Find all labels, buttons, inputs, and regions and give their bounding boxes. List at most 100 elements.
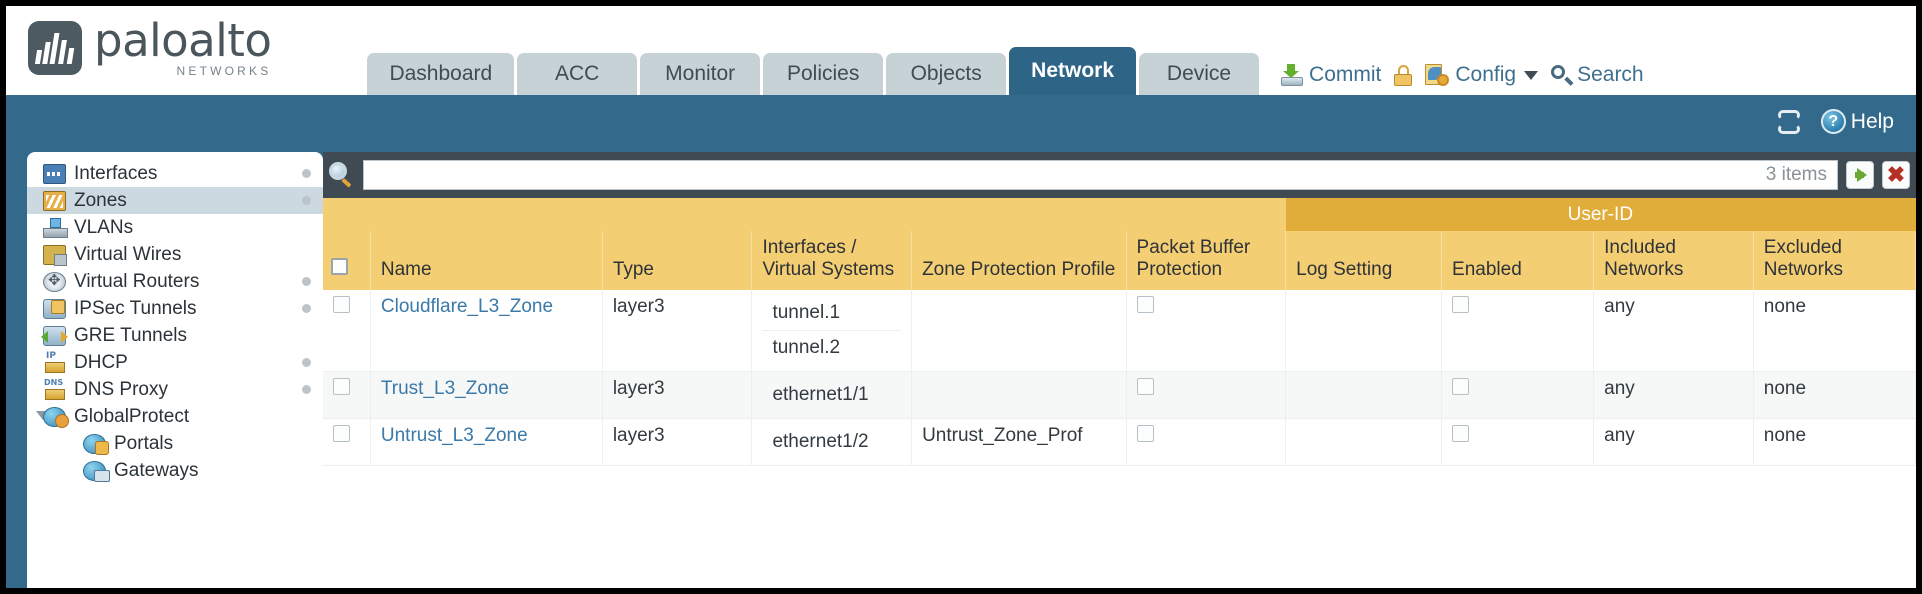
network-sidebar: Interfaces Zones VLANs Virtual Wires Vir… xyxy=(27,152,323,588)
tab-objects[interactable]: Objects xyxy=(886,53,1007,95)
sidebar-item-portals[interactable]: Portals xyxy=(27,430,323,457)
sidebar-item-vlans[interactable]: VLANs xyxy=(27,214,323,241)
userid-enabled-checkbox[interactable] xyxy=(1452,424,1470,442)
search-icon[interactable] xyxy=(329,162,355,188)
sidebar-item-dns-proxy[interactable]: DNS Proxy xyxy=(27,376,323,403)
commit-button[interactable]: Commit xyxy=(1281,63,1381,87)
apply-filter-button[interactable] xyxy=(1846,161,1874,189)
packet-buffer-protection-checkbox[interactable] xyxy=(1136,377,1154,395)
tab-dashboard[interactable]: Dashboard xyxy=(367,53,515,95)
cell-included-networks: any xyxy=(1593,418,1754,466)
cell-packet-buffer-protection[interactable] xyxy=(1126,289,1287,372)
zone-name-link[interactable]: Trust_L3_Zone xyxy=(380,377,510,399)
column-header-log-setting[interactable]: Log Setting xyxy=(1285,231,1443,290)
globalprotect-icon xyxy=(43,406,69,428)
sidebar-item-label: VLANs xyxy=(74,216,134,238)
tab-policies[interactable]: Policies xyxy=(763,53,884,95)
main-nav-tabs: Dashboard ACC Monitor Policies Objects N… xyxy=(367,47,1260,95)
sidebar-item-interfaces[interactable]: Interfaces xyxy=(27,160,323,187)
row-checkbox[interactable] xyxy=(333,377,350,395)
status-dot xyxy=(302,304,311,313)
sidebar-item-globalprotect[interactable]: GlobalProtect xyxy=(27,403,323,430)
cell-packet-buffer-protection[interactable] xyxy=(1126,371,1287,419)
group-header-spacer xyxy=(323,198,1286,232)
cell-userid-enabled[interactable] xyxy=(1441,371,1595,419)
commit-icon xyxy=(1281,64,1304,86)
packet-buffer-protection-checkbox[interactable] xyxy=(1136,295,1154,313)
chevron-down-icon xyxy=(1524,70,1539,80)
cell-interfaces: tunnel.1 tunnel.2 xyxy=(751,289,913,372)
sidebar-item-gre-tunnels[interactable]: GRE Tunnels xyxy=(27,322,323,349)
cell-userid-enabled[interactable] xyxy=(1441,289,1595,372)
table-row[interactable]: Cloudflare_L3_Zone layer3 tunnel.1 tunne… xyxy=(323,289,1916,372)
status-dot xyxy=(302,196,311,205)
cell-excluded-networks: none xyxy=(1753,289,1916,372)
red-x-icon: ✖ xyxy=(1886,162,1906,187)
cell-packet-buffer-protection[interactable] xyxy=(1126,418,1287,466)
sidebar-item-virtual-routers[interactable]: Virtual Routers xyxy=(27,268,323,295)
search-button[interactable]: Search xyxy=(1551,63,1644,87)
cell-type: layer3 xyxy=(602,371,753,419)
row-select-cell[interactable] xyxy=(323,418,371,466)
row-checkbox[interactable] xyxy=(333,424,350,442)
userid-enabled-checkbox[interactable] xyxy=(1452,377,1470,395)
search-input[interactable]: 3 items xyxy=(363,160,1838,190)
clear-filter-button[interactable]: ✖ xyxy=(1882,161,1910,189)
sidebar-item-label: DHCP xyxy=(74,351,128,373)
item-count: 3 items xyxy=(1765,164,1827,185)
column-header-excluded-networks[interactable]: Excluded Networks xyxy=(1753,231,1916,290)
cell-name[interactable]: Cloudflare_L3_Zone xyxy=(370,289,603,372)
dhcp-icon xyxy=(43,351,66,373)
help-button[interactable]: ? Help xyxy=(1820,109,1894,134)
column-header-interfaces[interactable]: Interfaces / Virtual Systems xyxy=(751,231,913,290)
table-row[interactable]: Untrust_L3_Zone layer3 ethernet1/2 Untru… xyxy=(323,418,1916,466)
config-menu[interactable]: Config xyxy=(1425,63,1539,87)
sidebar-item-zones[interactable]: Zones xyxy=(27,187,323,214)
cell-name[interactable]: Trust_L3_Zone xyxy=(370,371,603,419)
cell-log-setting xyxy=(1285,371,1443,419)
status-dot xyxy=(302,358,311,367)
dns-proxy-icon xyxy=(43,378,66,400)
sidebar-item-ipsec-tunnels[interactable]: IPSec Tunnels xyxy=(27,295,323,322)
virtual-wires-icon xyxy=(43,244,67,266)
sidebar-item-dhcp[interactable]: DHCP xyxy=(27,349,323,376)
column-header-name[interactable]: Name xyxy=(370,231,603,290)
sub-header-actions: ? Help xyxy=(1777,109,1894,134)
interface-entry: tunnel.2 xyxy=(772,336,841,358)
cell-name[interactable]: Untrust_L3_Zone xyxy=(370,418,603,466)
brand-logo[interactable]: paloalto NETWORKS xyxy=(28,18,272,77)
cell-log-setting xyxy=(1285,289,1443,372)
zone-name-link[interactable]: Untrust_L3_Zone xyxy=(380,424,528,446)
table-header-row: Name Type Interfaces / Virtual Systems Z… xyxy=(323,231,1916,290)
select-all-checkbox[interactable] xyxy=(331,257,348,275)
row-select-cell[interactable] xyxy=(323,289,371,372)
tab-acc[interactable]: ACC xyxy=(517,53,638,95)
row-select-cell[interactable] xyxy=(323,371,371,419)
zones-icon xyxy=(43,190,66,211)
row-checkbox[interactable] xyxy=(333,295,350,313)
column-header-zone-protection-profile[interactable]: Zone Protection Profile xyxy=(911,231,1127,290)
refresh-icon[interactable] xyxy=(1777,109,1803,134)
sidebar-item-gateways[interactable]: Gateways xyxy=(27,457,323,484)
vlans-icon xyxy=(43,217,68,238)
cell-userid-enabled[interactable] xyxy=(1441,418,1595,466)
tab-monitor[interactable]: Monitor xyxy=(640,53,761,95)
zone-name-link[interactable]: Cloudflare_L3_Zone xyxy=(380,295,554,317)
userid-enabled-checkbox[interactable] xyxy=(1452,295,1470,313)
table-row[interactable]: Trust_L3_Zone layer3 ethernet1/1 xyxy=(323,371,1916,419)
tab-device[interactable]: Device xyxy=(1139,53,1260,95)
column-header-enabled[interactable]: Enabled xyxy=(1441,231,1595,290)
portals-icon xyxy=(83,433,109,455)
packet-buffer-protection-checkbox[interactable] xyxy=(1136,424,1154,442)
select-all-header[interactable] xyxy=(323,231,371,290)
padlock-icon[interactable] xyxy=(1394,64,1413,86)
help-label: Help xyxy=(1850,109,1894,133)
column-header-type[interactable]: Type xyxy=(602,231,753,290)
tab-network[interactable]: Network xyxy=(1009,47,1137,95)
column-header-included-networks[interactable]: Included Networks xyxy=(1593,231,1754,290)
sidebar-item-label: Virtual Wires xyxy=(74,243,182,265)
sidebar-item-label: Portals xyxy=(114,432,174,454)
sidebar-item-virtual-wires[interactable]: Virtual Wires xyxy=(27,241,323,268)
column-header-packet-buffer-protection[interactable]: Packet Buffer Protection xyxy=(1126,231,1287,290)
